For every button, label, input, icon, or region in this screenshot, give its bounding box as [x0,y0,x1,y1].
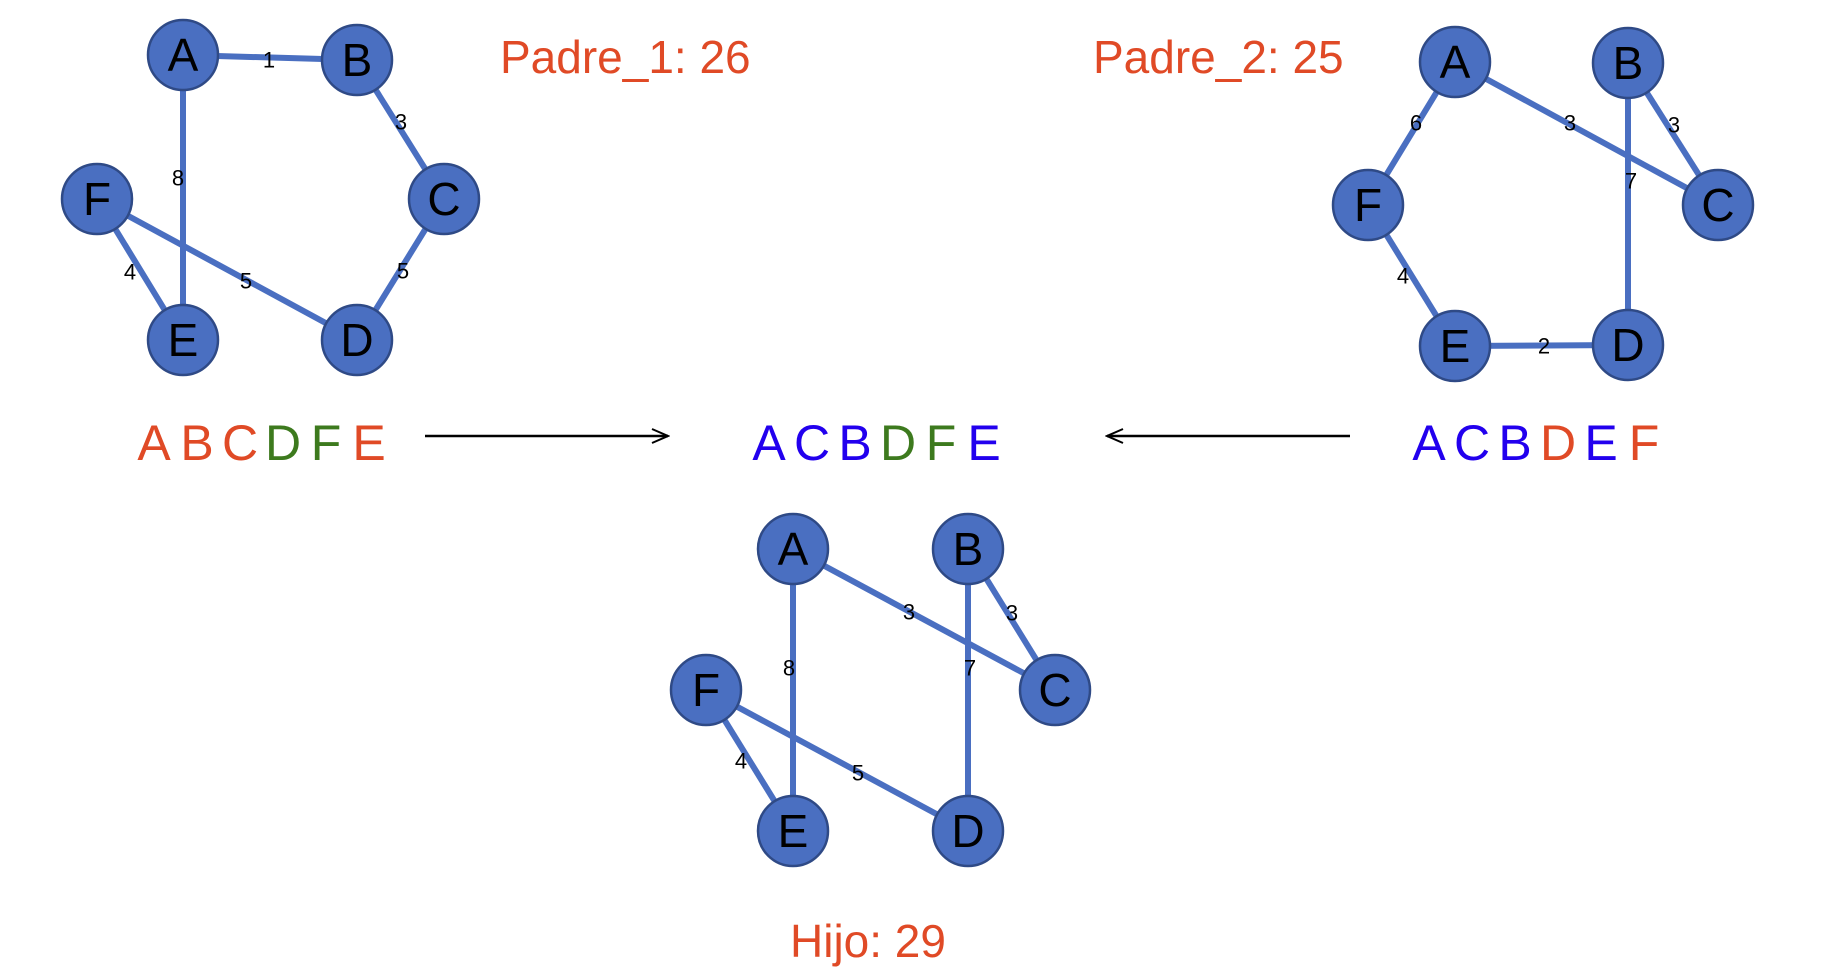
padre-1-node-circle-D [320,303,394,377]
padre-2-node-F: F [1331,168,1405,242]
hijo-sequence-letter: F [926,415,957,471]
padre-1-node-F: F [60,162,134,236]
padre-2-sequence-letter: E [1584,415,1617,471]
padre-2-weight-C-B: 3 [1668,113,1680,138]
padre-2-node-label-F: F [1354,179,1382,231]
hijo-weight-D-F: 5 [852,761,864,786]
padre-2-score: Padre_2: 25 [1093,31,1344,83]
padre-2-sequence-letter: D [1540,415,1576,471]
padre-2-node-circle-D [1591,308,1665,382]
padre-1-score: Padre_1: 26 [500,31,751,83]
hijo-sequence-letter: E [967,415,1000,471]
padre-1-node-C: C [407,162,481,236]
padre-1-node-label-F: F [83,173,111,225]
padre-2-node-label-C: C [1701,179,1734,231]
hijo-weight-A-C: 3 [903,600,915,625]
padre-1-weight-E-A: 8 [172,166,184,191]
hijo-edge-D-F [704,687,970,834]
padre-1-sequence-letter: C [222,415,258,471]
padre-1-node-A: A [146,18,220,92]
padre-1-sequence-letter: E [352,415,385,471]
padre-1-node-circle-F [60,162,134,236]
padre-1-edge-D-F [95,196,359,343]
padre-1-weight-F-E: 4 [124,260,136,285]
padre-2-node-label-A: A [1440,36,1471,88]
padre-1-weight-A-B: 1 [263,48,275,73]
hijo-node-circle-E [756,794,830,868]
padre-2-node-C: C [1681,168,1755,242]
hijo-score: Hijo: 29 [790,915,946,967]
padre-2-node-A: A [1418,25,1492,99]
hijo-weight-B-D: 7 [964,656,976,681]
padre-1-sequence-letter: D [265,415,301,471]
hijo-node-A: A [756,512,830,586]
padre-1-node-D: D [320,303,394,377]
padre-1-node-label-D: D [340,314,373,366]
padre-2-node-circle-E [1418,309,1492,383]
padre-2-weight-F-A: 6 [1410,111,1422,136]
hijo-node-circle-F [669,653,743,727]
padre-1-weight-C-D: 5 [397,259,409,284]
hijo-weight-F-E: 4 [735,749,747,774]
padre-1-node-E: E [146,303,220,377]
padre-1-node-label-C: C [427,173,460,225]
hijo-node-label-F: F [692,664,720,716]
hijo-node-D: D [931,794,1005,868]
hijo-node-circle-A [756,512,830,586]
hijo-node-circle-D [931,794,1005,868]
hijo-node-B: B [931,512,1005,586]
hijo-edge-A-C [791,546,1057,693]
padre-1-node-circle-E [146,303,220,377]
padre-1-node-circle-A [146,18,220,92]
padre-2-node-circle-A [1418,25,1492,99]
hijo-weight-C-B: 3 [1006,601,1018,626]
hijo-sequence-letter: A [752,415,786,471]
hijo-sequence-letter: D [880,415,916,471]
padre-2-node-circle-F [1331,168,1405,242]
padre-1-node-circle-B [320,23,394,97]
padre-1-node-label-A: A [168,29,199,81]
padre-2-node-E: E [1418,309,1492,383]
padre-2-weight-A-C: 3 [1564,111,1576,136]
padre-2-node-circle-C [1681,168,1755,242]
hijo-sequence-letter: B [838,415,871,471]
padre-2-node-label-B: B [1613,37,1644,89]
padre-2-sequence-letter: A [1412,415,1446,471]
padre-1-node-label-E: E [168,314,199,366]
padre-1-node-B: B [320,23,394,97]
padre-2-weight-D-E: 2 [1538,334,1550,359]
hijo-node-F: F [669,653,743,727]
padre-1-sequence-letter: A [137,415,171,471]
padre-2-node-D: D [1591,308,1665,382]
padre-2-sequence-letter: C [1454,415,1490,471]
padre-1-sequence-letter: B [180,415,213,471]
padre-1-weight-D-F: 5 [240,269,252,294]
hijo-node-label-D: D [951,805,984,857]
hijo-node-label-E: E [778,805,809,857]
padre-1-sequence-letter: F [311,415,342,471]
padre-2-node-B: B [1591,26,1665,100]
padre-2-edge-A-C [1453,59,1720,208]
hijo-node-label-C: C [1038,664,1071,716]
hijo-node-E: E [756,794,830,868]
padre-2-weight-E-F: 4 [1397,264,1409,289]
hijo-sequence-letter: C [794,415,830,471]
hijo-node-C: C [1018,653,1092,727]
hijo-node-label-B: B [953,523,984,575]
hijo-node-label-A: A [778,523,809,575]
padre-1-node-label-B: B [342,34,373,86]
padre-1-weight-B-C: 3 [395,110,407,135]
padre-2-node-label-E: E [1440,320,1471,372]
padre-2-node-label-D: D [1611,319,1644,371]
padre-1-node-circle-C [407,162,481,236]
hijo-node-circle-B [931,512,1005,586]
hijo-node-circle-C [1018,653,1092,727]
padre-2-sequence-letter: F [1629,415,1660,471]
padre-2-node-circle-B [1591,26,1665,100]
padre-2-weight-B-D: 7 [1625,169,1637,194]
padre-2-sequence-letter: B [1498,415,1531,471]
hijo-weight-E-A: 8 [783,656,795,681]
